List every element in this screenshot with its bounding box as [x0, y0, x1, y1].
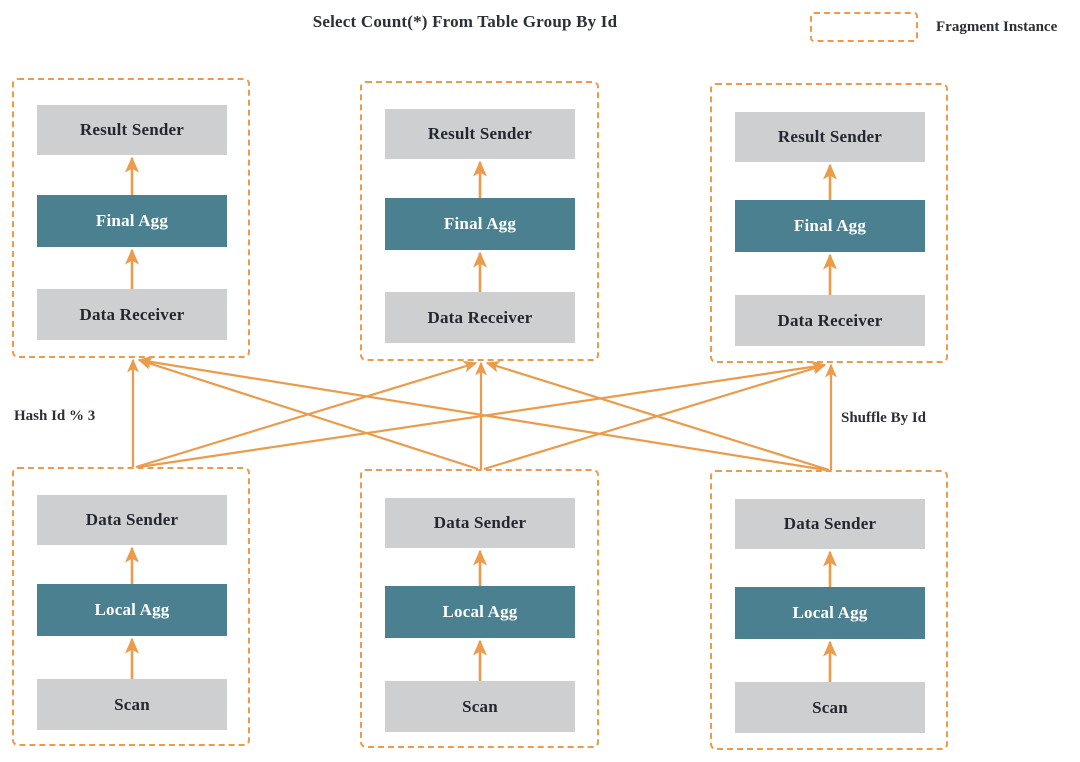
- shuffle-arrow-bottom-1-to-top-2: [135, 360, 478, 469]
- operator-scan: Scan: [37, 679, 227, 730]
- fragment-instance-bottom-1: [12, 467, 250, 746]
- fragment-instance-bottom-3: [710, 470, 948, 750]
- legend-label: Fragment Instance: [936, 18, 1058, 35]
- fragment-instance-top-1: [12, 78, 250, 358]
- operator-data-receiver: Data Receiver: [385, 292, 575, 343]
- operator-final-agg: Final Agg: [385, 198, 575, 250]
- fragment-instance-bottom-2: [360, 469, 599, 748]
- shuffle-arrow-bottom-3-to-top-2: [485, 361, 830, 472]
- fragment-instance-top-2: [360, 81, 599, 361]
- legend: Fragment Instance: [810, 12, 1057, 42]
- operator-data-sender: Data Sender: [37, 495, 227, 545]
- shuffle-arrow-bottom-2-to-top-1: [137, 358, 479, 471]
- operator-local-agg: Local Agg: [37, 584, 227, 636]
- page-title: Select Count(*) From Table Group By Id: [312, 12, 618, 31]
- shuffle-arrow-bottom-3-to-top-1: [137, 356, 827, 472]
- operator-local-agg: Local Agg: [735, 587, 925, 639]
- fragment-instance-top-3: [710, 83, 948, 363]
- operator-scan: Scan: [385, 681, 575, 732]
- operator-result-sender: Result Sender: [385, 109, 575, 159]
- operator-data-sender: Data Sender: [385, 498, 575, 548]
- operator-final-agg: Final Agg: [735, 200, 925, 252]
- edge-label-shuffle: Shuffle By Id: [841, 410, 927, 426]
- dashed-rectangle-icon: [810, 12, 918, 42]
- operator-local-agg: Local Agg: [385, 586, 575, 638]
- edge-label-hash: Hash Id % 3: [14, 408, 96, 424]
- operator-final-agg: Final Agg: [37, 195, 227, 247]
- operator-result-sender: Result Sender: [37, 105, 227, 155]
- shuffle-edge-group: [127, 356, 837, 472]
- operator-result-sender: Result Sender: [735, 112, 925, 162]
- shuffle-arrow-bottom-2-to-top-3: [483, 362, 827, 471]
- shuffle-arrow-bottom-1-to-top-3: [138, 360, 827, 469]
- operator-data-receiver: Data Receiver: [37, 289, 227, 340]
- operator-data-sender: Data Sender: [735, 499, 925, 549]
- operator-data-receiver: Data Receiver: [735, 295, 925, 346]
- operator-scan: Scan: [735, 682, 925, 733]
